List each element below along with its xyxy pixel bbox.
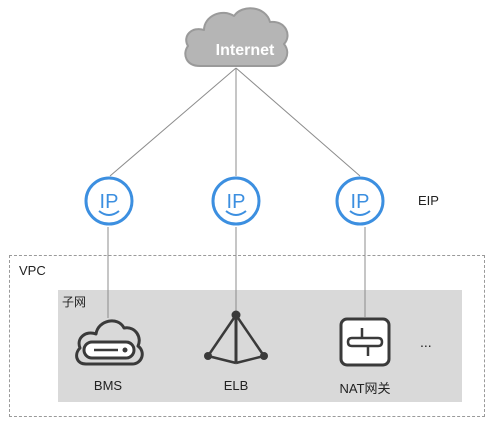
nat-gateway-icon: [339, 317, 391, 367]
cloud-icon: [184, 7, 289, 67]
elb-label: ELB: [223, 378, 249, 393]
eip-icon-left: IP: [83, 175, 135, 232]
line-internet-to-eip-left: [109, 67, 237, 177]
elb-triangle-icon: [204, 310, 268, 365]
eip-icon-text: IP: [227, 191, 246, 213]
eip-icon-text: IP: [100, 191, 119, 213]
bms-label: BMS: [93, 378, 123, 393]
internet-label: Internet: [215, 42, 275, 59]
nat-gateway-label: NAT网关: [339, 381, 391, 396]
eip-icon-text: IP: [351, 191, 370, 213]
vpc-label: VPC: [19, 263, 46, 278]
bms-server-icon: [75, 319, 144, 366]
eip-icon-right: IP: [334, 175, 386, 232]
vpc-container: [9, 255, 485, 417]
more-ellipsis: ...: [420, 334, 432, 350]
eip-icon-middle: IP: [210, 175, 262, 232]
subnet-label: 子网: [62, 295, 87, 309]
eip-label: EIP: [418, 193, 439, 208]
line-internet-to-eip-right: [235, 67, 361, 177]
